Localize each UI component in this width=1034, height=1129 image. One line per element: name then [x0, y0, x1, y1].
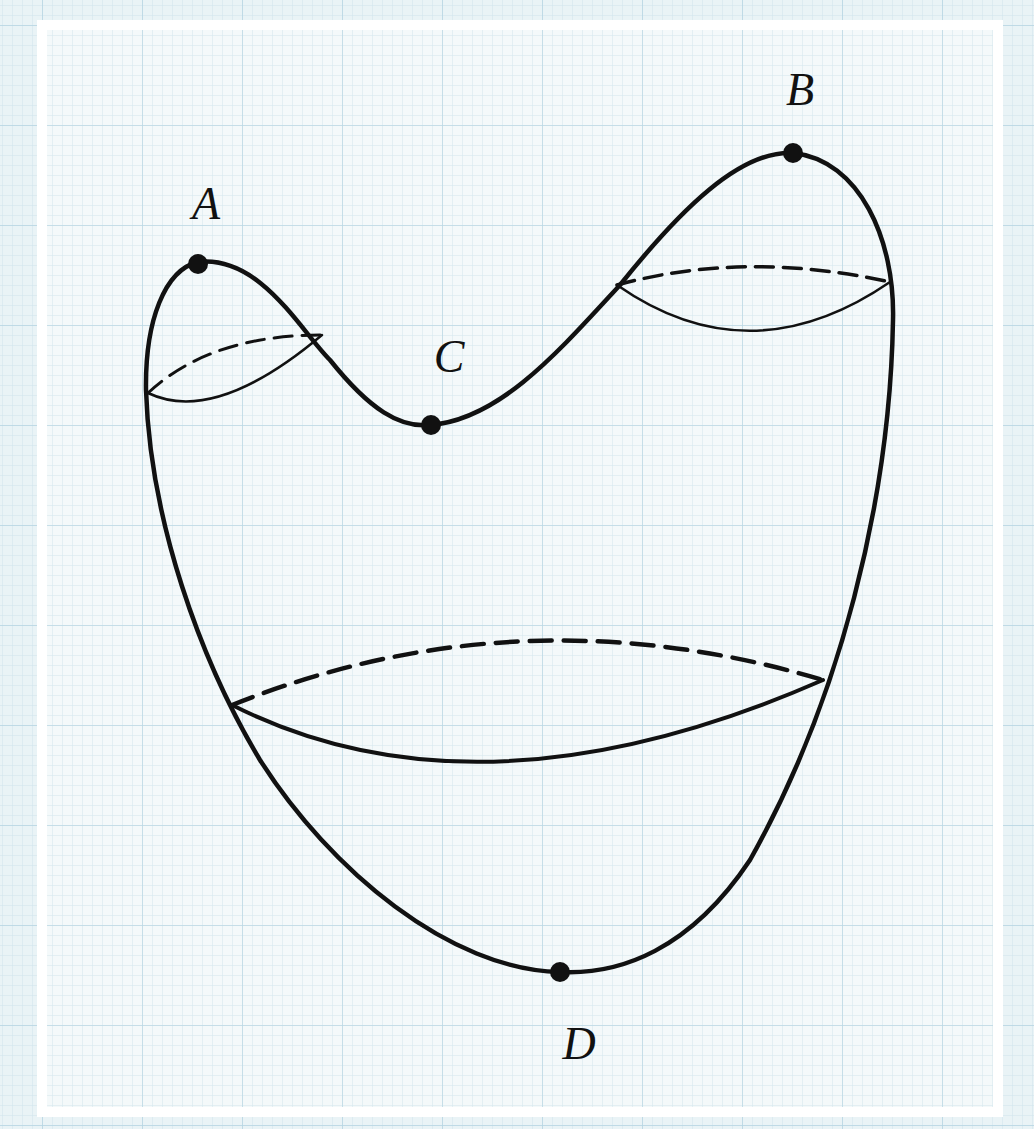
level-curve-back [617, 267, 890, 285]
level-curve-back [232, 640, 823, 705]
point-label: C [434, 334, 465, 380]
level-curve-front [148, 335, 322, 401]
level-curve-front [232, 680, 823, 762]
point-label: A [192, 181, 220, 227]
inner-grid [47, 30, 993, 1107]
surface-outline [146, 153, 893, 972]
frame [42, 25, 998, 1112]
point-dot [550, 962, 570, 982]
point-label: D [562, 1021, 595, 1067]
point-dot [783, 143, 803, 163]
point-label: B [786, 67, 814, 113]
level-curve-front [617, 282, 890, 331]
point-dot [188, 254, 208, 274]
point-dot [421, 415, 441, 435]
level-curve-back [148, 335, 322, 393]
